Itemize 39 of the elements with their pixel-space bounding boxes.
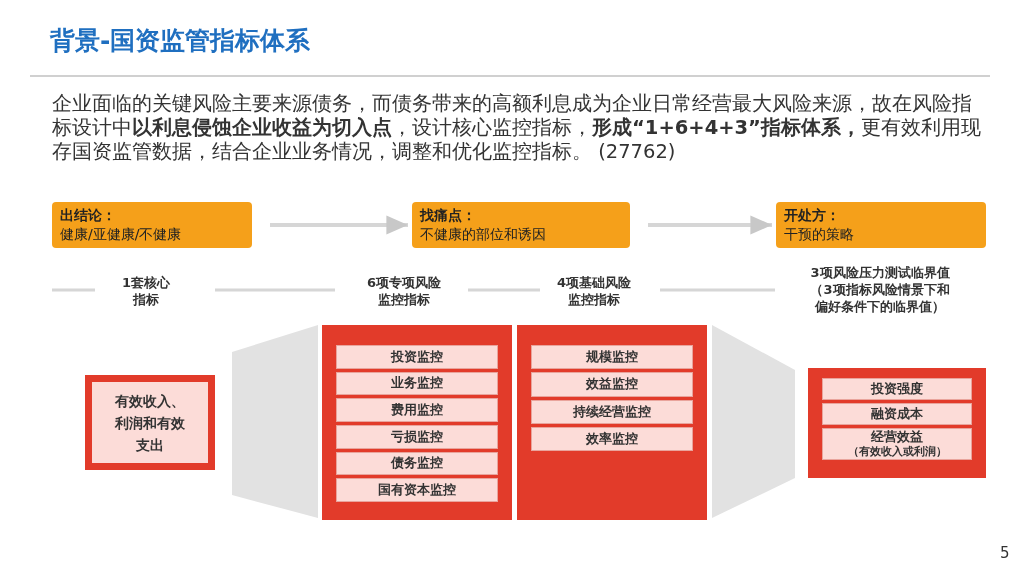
metric-box: 费用监控	[336, 398, 498, 422]
row-label: 6项专项风险监控指标	[365, 274, 442, 308]
stage-heading: 找痛点：	[420, 206, 477, 225]
metric-box: 持续经营监控	[531, 399, 693, 424]
stage-box	[776, 202, 986, 248]
row-label: 4项基础风险监控指标	[555, 274, 632, 308]
metric-box: 投资强度	[822, 378, 972, 400]
page-number: 5	[1000, 543, 1010, 564]
stage-description: 健康/亚健康/不健康	[60, 225, 183, 244]
stage-description: 不健康的部位和诱因	[420, 225, 547, 244]
indicator-panel	[808, 368, 986, 478]
stage-heading: 开处方：	[784, 206, 841, 225]
indicator-panel	[322, 325, 512, 520]
stage-box	[52, 202, 252, 248]
indicator-panel	[517, 325, 707, 520]
row-label: （3项指标风险情景下和偏好条件下的临界值）	[809, 281, 951, 315]
metric-box: 债务监控	[336, 451, 498, 476]
metric-box: 效率监控	[531, 426, 693, 451]
metric-box: 融资成本	[822, 403, 972, 425]
arrow	[648, 215, 772, 235]
metric-box: 规模监控	[531, 345, 693, 370]
arrow	[270, 215, 408, 235]
stage-box	[412, 202, 630, 248]
input-box	[85, 375, 215, 470]
stage-heading: 出结论：	[60, 206, 117, 225]
row-label: 3项风险压力测试临界值	[810, 264, 950, 281]
metric-box: 投资监控	[336, 345, 498, 369]
metric-box: 业务监控	[336, 371, 498, 396]
funnel-shape	[232, 325, 318, 518]
metric-box: 国有资本监控	[336, 478, 498, 503]
title: 背景-国资监管指标体系	[50, 25, 311, 57]
metric-box: 经营效益 （有效收入或利润）	[822, 428, 972, 460]
funnel-shape	[712, 325, 795, 518]
box-text: 有效收入、利润和有效支出	[114, 391, 186, 455]
metric-box: 亏损监控	[336, 425, 498, 449]
intro-paragraph: 企业面临的关键风险主要来源债务，而债务带来的高额利息成为企业日常经营最大风险来源，故在风险指标设计中以利息侵蚀企业收益为切入点，设计核心监控指标，形成“1+6+4+3”指标体系，更有效利用现存国资监管数据，结合企业业务情况，调整和优化监控指标。 (27762)	[52, 92, 982, 164]
stage-description: 干预的策略	[784, 225, 855, 244]
row-label: 1套核心指标	[120, 274, 171, 308]
metric-box: 效益监控	[531, 372, 693, 397]
